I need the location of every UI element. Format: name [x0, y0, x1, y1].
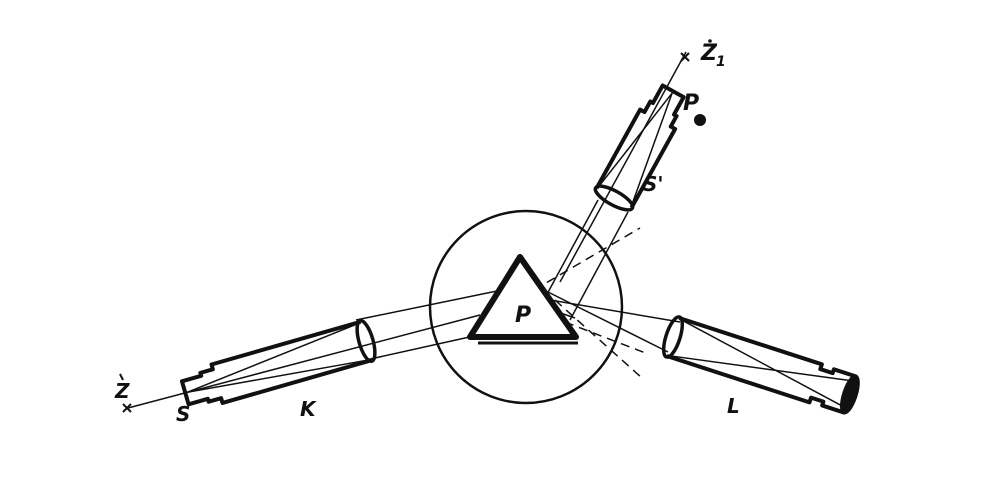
ray-upper-tube-1 — [545, 199, 599, 297]
ray-exit-lower — [547, 291, 669, 353]
lamp-point-dot — [694, 114, 706, 126]
prism-table-circle — [428, 209, 624, 405]
ray-upper-tube-2 — [569, 211, 629, 321]
telescope-body — [666, 316, 858, 415]
label-z1-sub: 1 — [716, 54, 726, 70]
label-lamp-point: P — [683, 91, 699, 116]
collimator-inner-ray-2 — [187, 359, 370, 394]
normal-lower — [554, 299, 643, 379]
scale-tube-lens — [593, 184, 635, 212]
mark-z1-b — [680, 52, 690, 62]
axis-marks — [119, 52, 690, 413]
dashed-normals — [533, 227, 649, 379]
telescope-inner-ray-2 — [668, 354, 855, 382]
ray-collimator-lower — [365, 335, 475, 361]
telescope-inner-ray-1 — [680, 318, 846, 409]
collimator-inner-ray-1 — [186, 322, 360, 393]
telescope-objective — [661, 315, 685, 359]
scale-tube — [593, 83, 686, 212]
scale-tube-inner-ray-2 — [630, 92, 673, 206]
ray-axis-left — [127, 314, 481, 409]
telescope-tube — [661, 315, 860, 415]
label-telescope: L — [727, 394, 740, 418]
telescope-eyepiece — [839, 374, 860, 415]
z1-dot — [708, 39, 712, 43]
collimator-lens — [355, 318, 377, 364]
label-z1: Z — [700, 41, 718, 66]
label-slit: S — [176, 402, 190, 426]
label-slit-upper: S' — [643, 172, 664, 196]
prism — [467, 254, 579, 345]
ray-axis-upper — [559, 51, 687, 283]
collimator-body — [179, 319, 373, 407]
scale-tube-body — [594, 83, 686, 209]
ray-collimator-upper — [355, 290, 498, 321]
prism-triangle — [467, 254, 579, 340]
light-rays — [127, 51, 687, 409]
scale-tube-inner-ray-1 — [597, 92, 673, 188]
mark-z-b — [122, 403, 132, 413]
collimator-tube — [179, 318, 377, 407]
label-collimator: K — [300, 397, 317, 421]
prism-label: P — [515, 303, 531, 328]
label-z-left: Z — [114, 379, 130, 403]
mark-z-tick — [119, 373, 124, 381]
normal-upper — [533, 227, 641, 291]
